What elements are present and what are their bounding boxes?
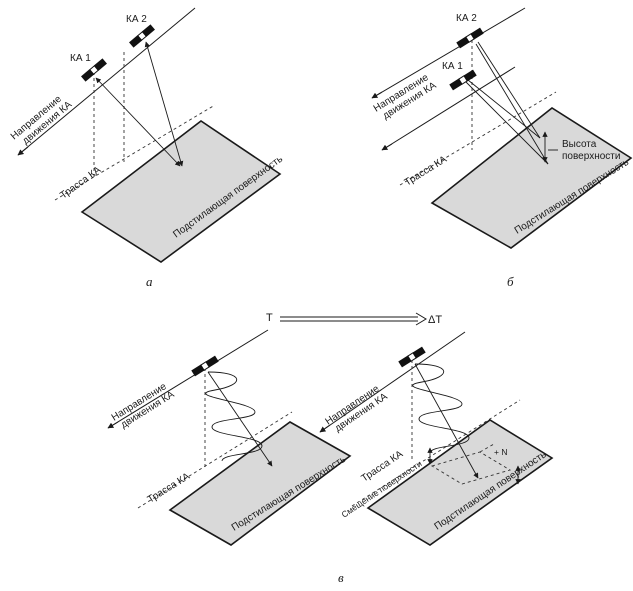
sat2-ray <box>144 41 184 167</box>
time-start-label: T <box>266 312 273 324</box>
direction-label-right: Направление движения КА <box>324 383 390 434</box>
time-delta-label: ΔT <box>428 314 442 326</box>
wave-right <box>412 363 470 454</box>
surface-plane-right <box>366 419 554 546</box>
beam-left <box>207 371 273 467</box>
wave-left <box>205 371 263 462</box>
surface-plane <box>430 107 633 249</box>
satellite-2-icon <box>456 27 484 49</box>
panel-c: T ΔT Направление движения КА Трасса КА П… <box>107 312 554 585</box>
shifted-surface-outline <box>430 451 512 485</box>
panel-a: КА 1 КА 2 Направление движения КА Трасса… <box>9 7 285 289</box>
sat2-ray-b <box>477 41 541 139</box>
panel-b: КА 2 КА 1 Направление движения КА Трасса… <box>371 7 633 289</box>
direction-label-left: Направление движения КА <box>110 381 177 431</box>
satellite-1-icon <box>81 58 107 82</box>
height-label-2: поверхности <box>562 151 620 162</box>
orbit-line <box>371 7 526 99</box>
sat1-label: КА 1 <box>442 61 463 72</box>
direction-arrow-right <box>319 424 331 433</box>
ground-track <box>399 91 557 186</box>
shift-vector <box>479 443 495 453</box>
time-arrow-head <box>415 312 427 326</box>
sat2-ray-a <box>475 43 549 165</box>
orbit-line-lower <box>381 66 516 151</box>
sat1-ray-a <box>465 81 549 165</box>
satellite-right-icon <box>398 346 426 368</box>
caption-b: б <box>507 274 514 289</box>
sat2-label: КА 2 <box>126 14 147 25</box>
satellite-left-icon <box>191 355 219 377</box>
sat1-label: КА 1 <box>70 53 91 64</box>
track-label: Трасса КА <box>403 154 449 189</box>
surface-plane <box>80 120 282 263</box>
surface-plane-left <box>168 421 352 546</box>
direction-arrow-left <box>107 421 119 429</box>
sat2-label: КА 2 <box>456 13 477 24</box>
direction-arrow-lower <box>381 143 393 151</box>
satellite-2-icon <box>129 24 155 48</box>
orbit-line <box>17 7 196 156</box>
sat1-ray-b <box>467 79 541 139</box>
beam-right <box>414 363 479 479</box>
track-label: Трасса КА <box>58 164 103 201</box>
direction-arrow <box>371 91 383 99</box>
ground-track <box>54 104 216 201</box>
height-label-1: Высота <box>562 139 597 150</box>
sat1-ray <box>95 77 181 167</box>
ground-track-left <box>137 411 293 509</box>
plus-n-label: + N <box>494 447 507 457</box>
orbit-line-right <box>319 331 466 433</box>
caption-c: в <box>338 570 344 585</box>
caption-a: а <box>146 274 153 289</box>
direction-arrow <box>17 146 29 156</box>
orbit-line-left <box>107 329 269 429</box>
satellite-1-icon <box>449 69 477 91</box>
direction-label: Направление движения КА <box>9 93 75 146</box>
